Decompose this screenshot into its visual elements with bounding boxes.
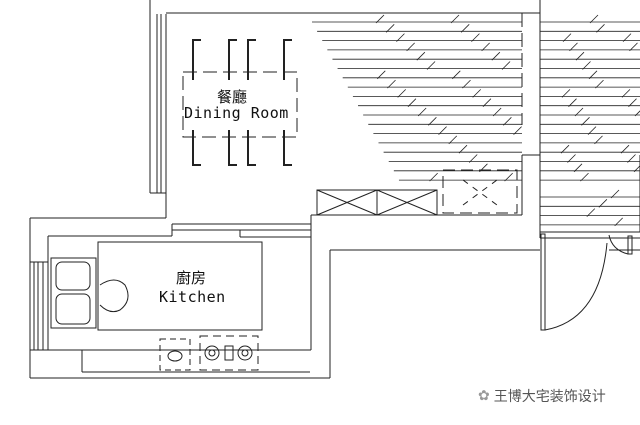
hatch-line	[452, 70, 461, 80]
hatch-line	[581, 117, 590, 126]
hatch-line	[614, 217, 623, 227]
hatch-line	[513, 126, 522, 135]
hatch-line	[428, 117, 437, 126]
hatch-line	[634, 110, 640, 117]
hatch-line	[462, 79, 471, 89]
hatch-line	[620, 144, 630, 154]
kitchen-counter	[97, 241, 263, 331]
hatch-line	[472, 89, 482, 98]
hatch-line	[574, 107, 584, 117]
dining-room-label-en: Dining Room	[184, 104, 289, 122]
hatch-line	[589, 14, 599, 24]
watermark-text: 王博大宅装饰设计	[493, 389, 606, 405]
hatch-line	[633, 165, 640, 173]
hatch-line	[448, 135, 458, 145]
hatch-line	[387, 79, 396, 89]
hatch-line	[622, 33, 632, 42]
hatch-line	[594, 135, 603, 145]
watermark: ✿ 王博大宅装饰设计	[478, 386, 606, 406]
hatch-line	[596, 24, 605, 33]
dining-table	[182, 39, 298, 166]
hatch-line	[582, 61, 591, 70]
wechat-icon: ✿	[478, 388, 490, 404]
lower-notch	[30, 349, 310, 373]
hatch-line	[588, 70, 598, 80]
hatch-line	[385, 24, 395, 33]
kitchen-label-en: Kitchen	[159, 288, 226, 306]
stove	[199, 335, 259, 371]
hatch-line	[595, 79, 604, 89]
hatch-line	[426, 61, 436, 70]
hatch-line	[429, 172, 438, 182]
hatch-line	[396, 33, 405, 42]
hatch-line	[397, 89, 407, 98]
oven	[159, 338, 191, 371]
hatch-line	[629, 42, 638, 52]
hatch-line	[628, 98, 637, 107]
hatch-line	[561, 89, 571, 98]
door	[540, 233, 633, 331]
hatch-line	[438, 126, 447, 135]
hatch-line	[481, 42, 490, 52]
hatch-line	[569, 42, 578, 52]
hatch-line	[416, 51, 426, 61]
sink	[50, 257, 129, 329]
hatch-line	[406, 42, 415, 52]
hatch-line	[567, 154, 576, 163]
hatch-line	[504, 172, 513, 182]
hatch-line	[562, 33, 572, 42]
hatch-line	[407, 98, 417, 107]
hatch-line	[468, 154, 478, 163]
hatch-line	[560, 144, 570, 154]
deck-hatching	[312, 14, 640, 227]
hatch-line	[598, 199, 608, 208]
hatch-line	[587, 126, 597, 135]
hatch-line	[460, 24, 470, 33]
hatch-line	[580, 172, 589, 182]
hatch-line	[586, 208, 596, 217]
hatch-line	[501, 61, 511, 70]
hatch-line	[575, 51, 585, 61]
hatch-line	[610, 189, 620, 199]
planter	[442, 169, 518, 214]
dining-room-label-cn: 餐廳	[217, 88, 248, 106]
sideboard	[316, 189, 438, 216]
kitchen-window	[30, 261, 48, 350]
hatch-line	[417, 107, 427, 117]
hatch-line	[375, 14, 385, 24]
kitchen-label-cn: 廚房	[176, 269, 207, 287]
hatch-line	[450, 14, 460, 24]
hatch-line	[377, 70, 386, 80]
hatch-line	[479, 163, 488, 173]
hatch-line	[492, 107, 502, 117]
hatch-line	[491, 51, 501, 61]
hatch-line	[627, 154, 636, 163]
hatch-line	[471, 33, 480, 42]
hatch-line	[568, 98, 577, 107]
hatch-line	[458, 144, 468, 154]
walls	[29, 0, 640, 379]
hatch-line	[573, 163, 583, 173]
hatch-line	[482, 98, 492, 107]
hatch-line	[621, 89, 631, 98]
hatch-line	[503, 117, 512, 126]
